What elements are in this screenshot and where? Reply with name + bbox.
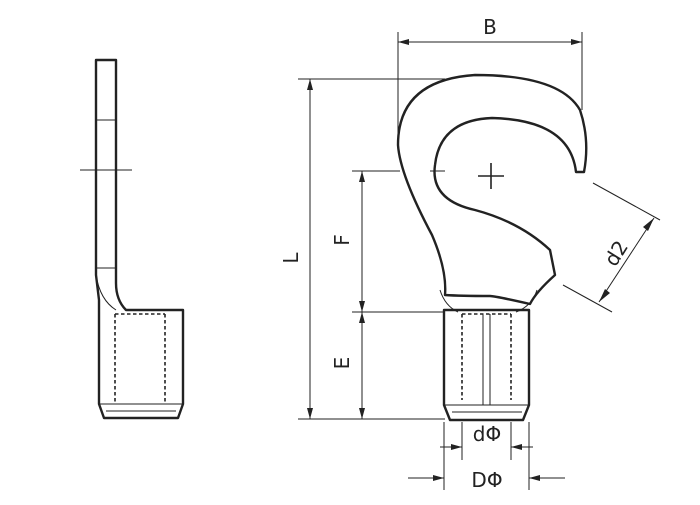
center-mark-icon [478, 163, 504, 189]
dimension-label-d2: d2 [599, 236, 633, 270]
front-view-hidden-bore [461, 313, 512, 400]
dimension-D-phi: DΦ [408, 422, 565, 492]
front-view [396, 73, 588, 422]
front-view-hook-outline [396, 73, 588, 306]
front-view-flare [439, 289, 538, 313]
side-view-hidden-bore [114, 313, 166, 402]
side-view [80, 58, 185, 420]
dimension-e: E [330, 312, 365, 419]
dimension-label-e: E [330, 357, 354, 370]
dimension-label-l: L [279, 252, 303, 264]
dimension-label-d-phi: dΦ [473, 422, 501, 446]
dimension-f: F [330, 170, 445, 313]
side-view-bend [95, 274, 117, 311]
dimension-d2: d2 [562, 182, 661, 313]
dimension-label-D-phi: DΦ [471, 468, 502, 492]
dimension-label-b: B [483, 15, 497, 39]
dimension-d-phi: dΦ [440, 422, 533, 460]
side-view-outline [94, 58, 185, 420]
dimension-label-f: F [330, 234, 354, 246]
front-view-barrel-outline [442, 308, 531, 422]
dimension-b: B [397, 15, 583, 140]
dimension-l: L [279, 78, 445, 420]
